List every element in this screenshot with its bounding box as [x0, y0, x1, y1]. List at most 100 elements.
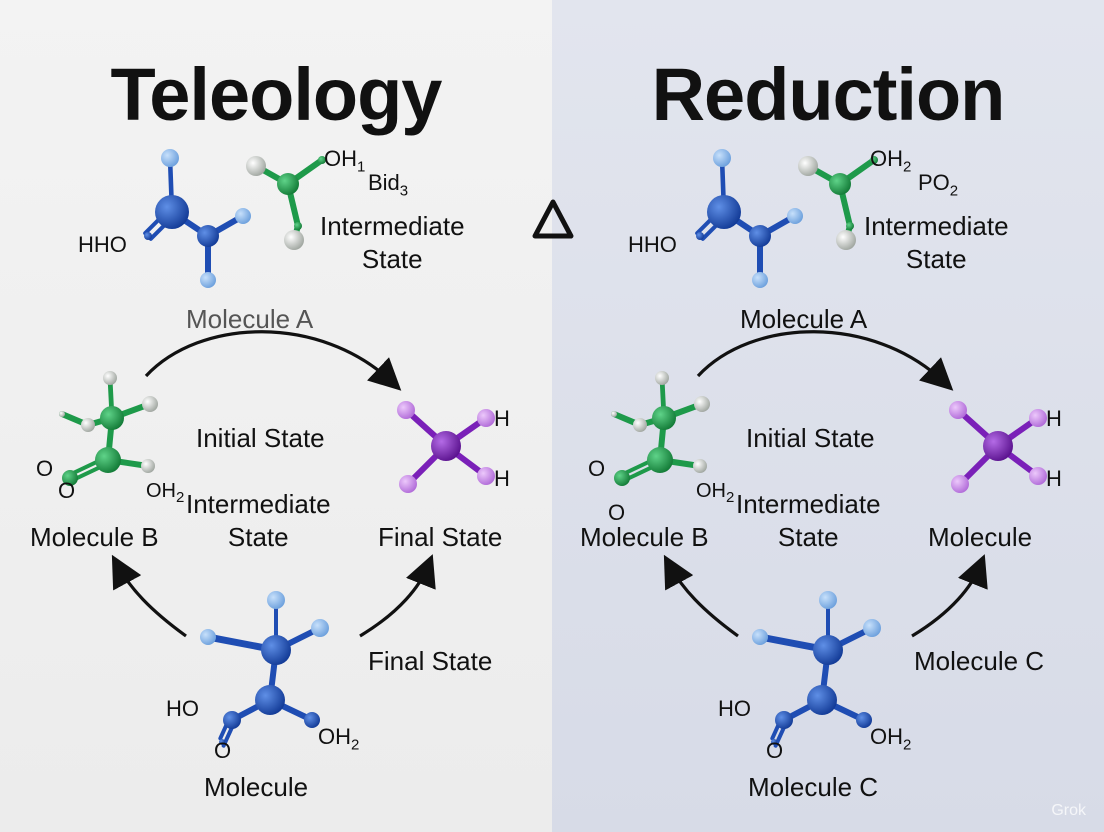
left-molecule-a-atom — [144, 232, 152, 240]
right-o-b2-label: O — [608, 500, 625, 526]
left-h1-label: H — [494, 406, 510, 432]
right-molecule-c-atom — [807, 685, 837, 715]
left-molecule-c-atom — [311, 619, 329, 637]
left-intermediate-atom — [246, 156, 266, 176]
right-final-atom — [1029, 409, 1047, 427]
left-hho-label: HHO — [78, 232, 127, 258]
right-final-atom — [1029, 467, 1047, 485]
right-h2-label: H — [1046, 466, 1062, 492]
right-molecule-c-atom — [819, 591, 837, 609]
left-final-state-bottom-label: Final State — [368, 645, 492, 678]
left-intermediate-center-label: Intermediate State — [186, 488, 331, 554]
right-ho-c-label: HO — [718, 696, 751, 722]
left-o-b1-label: O — [36, 456, 53, 482]
right-molecule-c-side-label: Molecule C — [914, 645, 1044, 678]
left-molecule-a-label: Molecule A — [186, 303, 313, 336]
right-o-b1-label: O — [588, 456, 605, 482]
right-molecule-c-atom — [752, 629, 768, 645]
left-final-atom — [477, 409, 495, 427]
right-intermediate-atom — [846, 222, 854, 230]
left-molecule-c-atom — [223, 711, 241, 729]
right-molecule-a-atom — [707, 195, 741, 229]
left-molecule-a-atom — [161, 149, 179, 167]
right-h1-label: H — [1046, 406, 1062, 432]
left-arrow-top — [146, 332, 392, 382]
right-molecule-c-bottom-label: Molecule C — [748, 771, 878, 804]
right-molecule-a-atom — [752, 272, 768, 288]
right-molecule-b-atom — [694, 396, 710, 412]
right-oh-top-label: OH2 — [870, 146, 911, 175]
right-intermediate-top-label: Intermediate State — [864, 210, 1009, 276]
right-molecule-c-atom — [775, 711, 793, 729]
right-o-c-label: O — [766, 738, 783, 764]
right-molecule-a-atom — [696, 232, 704, 240]
left-intermediate-atom — [277, 173, 299, 195]
right-arrow-left — [670, 566, 738, 636]
left-molecule-a-atom — [200, 272, 216, 288]
right-po-label: PO2 — [918, 170, 958, 199]
right-final-atom — [951, 475, 969, 493]
left-final-state-label: Final State — [378, 521, 502, 554]
right-intermediate-atom — [836, 230, 856, 250]
right-molecule-b-atom — [633, 418, 647, 432]
right-final-atom — [983, 431, 1013, 461]
right-hho-label: HHO — [628, 232, 677, 258]
right-molecule-a-atom — [787, 208, 803, 224]
left-molecule-a-atom — [197, 225, 219, 247]
left-arrow-right — [360, 566, 428, 636]
right-arrow-right — [912, 566, 980, 636]
left-molecule-b-atom — [81, 418, 95, 432]
left-final-atom — [397, 401, 415, 419]
right-final-atom — [949, 401, 967, 419]
right-molecule-b-label: Molecule B — [580, 521, 709, 554]
left-final-atom — [477, 467, 495, 485]
right-oh2-b-label: OH2 — [696, 480, 734, 506]
right-molecule-b-atom — [614, 470, 630, 486]
left-intermediate-atom — [284, 230, 304, 250]
left-initial-state-label: Initial State — [196, 422, 325, 455]
left-molecule-b-atom — [59, 411, 65, 417]
left-oh2-c-label: OH2 — [318, 724, 359, 753]
right-molecule-a-label: Molecule A — [740, 303, 867, 336]
right-molecule-b-atom — [652, 406, 676, 430]
left-molecule-c-atom — [267, 591, 285, 609]
left-molecule-b-label: Molecule B — [30, 521, 159, 554]
right-initial-state-label: Initial State — [746, 422, 875, 455]
left-molecule-b-atom — [103, 371, 117, 385]
left-o-c-label: O — [214, 738, 231, 764]
right-molecule-a-atom — [749, 225, 771, 247]
left-final-atom — [399, 475, 417, 493]
delta-icon — [530, 196, 576, 242]
grok-watermark: Grok — [1051, 802, 1086, 820]
right-molecule-label: Molecule — [928, 521, 1032, 554]
left-bid-label: Bid3 — [368, 170, 408, 199]
left-molecule-c-atom — [200, 629, 216, 645]
left-final-atom — [431, 431, 461, 461]
right-arrow-top — [698, 332, 944, 382]
left-molecule-a-atom — [155, 195, 189, 229]
left-molecule-c-atom — [261, 635, 291, 665]
right-oh2-c-label: OH2 — [870, 724, 911, 753]
left-arrow-left — [118, 566, 186, 636]
left-molecule-c-atom — [255, 685, 285, 715]
right-molecule-b-atom — [611, 411, 617, 417]
left-oh-top-label: OH1 — [324, 146, 365, 175]
right-intermediate-center-label: Intermediate State — [736, 488, 881, 554]
left-oh2-b-label: OH2 — [146, 480, 184, 506]
left-molecule-bottom-label: Molecule — [204, 771, 308, 804]
right-molecule-b-atom — [647, 447, 673, 473]
right-molecule-c-atom — [863, 619, 881, 637]
right-molecule-a-atom — [713, 149, 731, 167]
left-o-b2-label: O — [58, 478, 75, 504]
right-molecule-b-atom — [693, 459, 707, 473]
left-molecule-b-atom — [141, 459, 155, 473]
left-molecule-a-atom — [235, 208, 251, 224]
left-intermediate-atom — [294, 222, 302, 230]
left-molecule-b-atom — [100, 406, 124, 430]
left-intermediate-top-label: Intermediate State — [320, 210, 465, 276]
right-molecule-c-atom — [813, 635, 843, 665]
left-molecule-b-atom — [142, 396, 158, 412]
left-ho-c-label: HO — [166, 696, 199, 722]
right-intermediate-atom — [798, 156, 818, 176]
